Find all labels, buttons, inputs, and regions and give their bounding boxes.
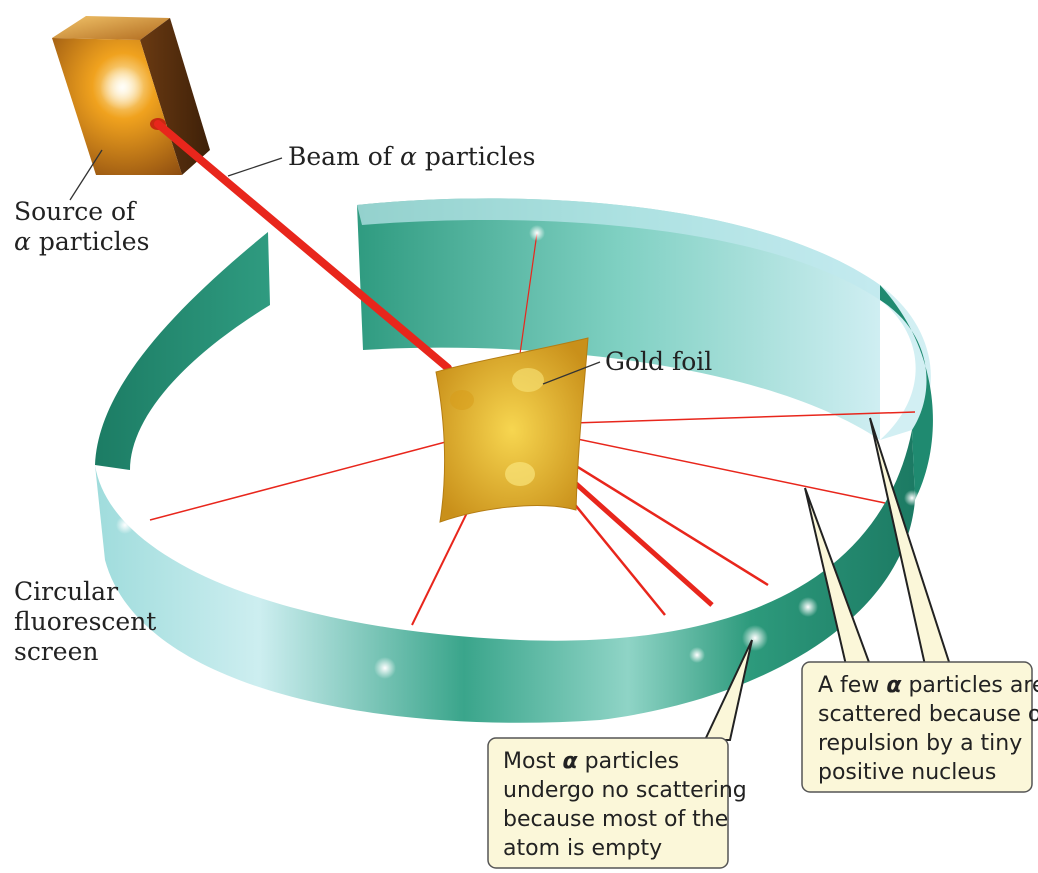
callout-most-alpha: α	[563, 749, 579, 774]
callout-few-line4: positive nucleus	[818, 760, 996, 785]
leader-lines	[69, 149, 601, 385]
screen-left-segment	[95, 232, 270, 470]
screen-label-line1: Circular	[14, 577, 118, 606]
callout-most-line4: atom is empty	[503, 836, 662, 861]
source-leader	[69, 149, 103, 201]
callout-most-line2: undergo no scattering	[503, 778, 747, 803]
callout-few-line3: repulsion by a tiny	[818, 731, 1022, 756]
callout-few-alpha: α	[886, 673, 902, 698]
source-label-line2: α particles	[14, 227, 149, 256]
screen-back-band	[357, 198, 931, 440]
source-alpha: α	[14, 227, 31, 256]
alpha-source-box	[52, 16, 210, 175]
source-label-line2-text: particles	[39, 227, 150, 256]
beam-label-suffix: particles	[425, 142, 536, 171]
foil-leader	[542, 361, 601, 385]
callout-most-line3: because most of the	[503, 807, 728, 832]
source-label-line1: Source of	[14, 197, 137, 226]
scintillation-flashes	[116, 225, 920, 679]
beam-leader	[227, 157, 283, 177]
gold-foil-sheet	[435, 337, 589, 523]
callout-few-box	[801, 661, 1033, 793]
beam-alpha: α	[400, 142, 417, 171]
screen-label-line3: screen	[14, 637, 98, 666]
gold-foil-label: Gold foil	[605, 347, 712, 376]
callout-most-box	[487, 737, 729, 869]
callout-few-prefix: A few	[818, 673, 879, 698]
alpha-beam	[154, 120, 452, 372]
screen-front-band	[95, 430, 915, 723]
callout-few-line2: scattered because of	[818, 702, 1038, 727]
callout-few-suffix: particles are	[908, 673, 1038, 698]
callout-most-suffix: particles	[585, 749, 679, 774]
callout-most-prefix: Most	[503, 749, 556, 774]
screen-label-line2: fluorescent	[14, 607, 156, 636]
beam-label-prefix: Beam of	[288, 142, 394, 171]
screen-right-edge	[880, 285, 933, 500]
